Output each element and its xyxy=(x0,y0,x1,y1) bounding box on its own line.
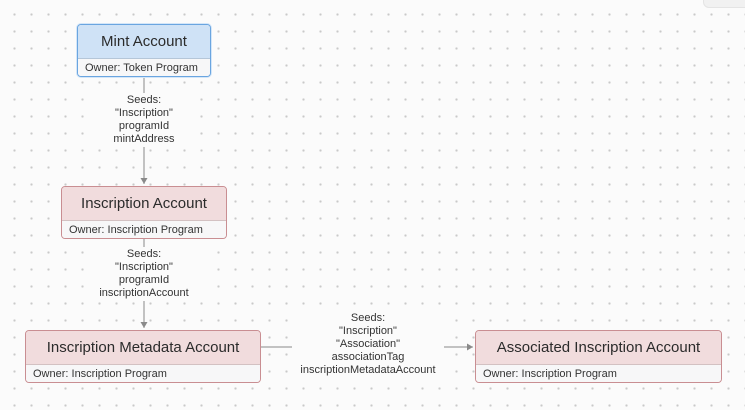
edge-label-line: "Inscription" xyxy=(115,107,173,119)
edge-label-mint-to-inscription: Seeds: "Inscription" programId mintAddre… xyxy=(94,93,194,147)
edge-label-line: Seeds: xyxy=(126,248,162,260)
edge-label-line: inscriptionAccount xyxy=(99,287,189,299)
edge-label-line: programId xyxy=(118,274,170,286)
edge-label-line: programId xyxy=(118,120,170,132)
mint-account-owner: Owner: Token Program xyxy=(78,59,210,76)
associated-inscription-account-node[interactable]: Associated Inscription Account Owner: In… xyxy=(475,330,722,383)
edge-label-line: Seeds: xyxy=(126,94,162,106)
edge-label-line: "Inscription" xyxy=(339,325,397,337)
edge-label-line: Seeds: xyxy=(350,312,386,324)
edge-label-metadata-to-associated: Seeds: "Inscription" "Association" assoc… xyxy=(292,311,444,378)
inscription-metadata-account-node[interactable]: Inscription Metadata Account Owner: Insc… xyxy=(25,330,261,383)
associated-inscription-account-title: Associated Inscription Account xyxy=(476,331,721,365)
inscription-account-node[interactable]: Inscription Account Owner: Inscription P… xyxy=(61,186,227,239)
inscription-account-owner: Owner: Inscription Program xyxy=(62,221,226,238)
mint-account-node[interactable]: Mint Account Owner: Token Program xyxy=(77,24,211,77)
edge-label-inscription-to-metadata: Seeds: "Inscription" programId inscripti… xyxy=(84,247,204,301)
inscription-account-title: Inscription Account xyxy=(62,187,226,221)
mint-account-title: Mint Account xyxy=(78,25,210,59)
associated-inscription-account-owner: Owner: Inscription Program xyxy=(476,365,721,382)
edge-label-line: "Inscription" xyxy=(115,261,173,273)
inscription-metadata-account-title: Inscription Metadata Account xyxy=(26,331,260,365)
edge-label-line: inscriptionMetadataAccount xyxy=(300,364,436,376)
window-corner-tab xyxy=(703,0,745,8)
edge-label-line: "Association" xyxy=(335,338,401,350)
inscription-metadata-account-owner: Owner: Inscription Program xyxy=(26,365,260,382)
edge-label-line: mintAddress xyxy=(113,133,175,145)
edge-label-line: associationTag xyxy=(331,351,405,363)
